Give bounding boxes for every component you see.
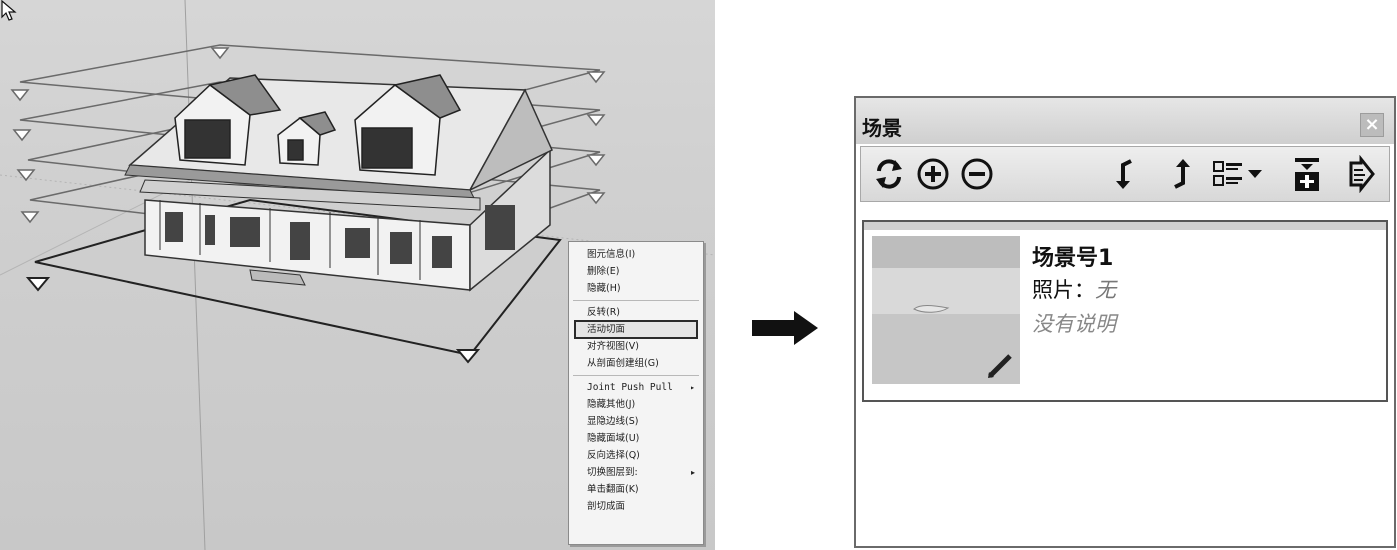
- scene-name: 场景号1: [1032, 246, 1114, 271]
- menu-item-erase[interactable]: 删除(E): [587, 266, 620, 277]
- menu-separator: [573, 300, 699, 301]
- menu-item-click-flip-face[interactable]: 单击翻面(K): [587, 484, 639, 495]
- house-model-drawing: [0, 0, 715, 550]
- scene-details-icon[interactable]: [1289, 155, 1325, 193]
- menu-item-section-to-face[interactable]: 剖切成面: [587, 501, 626, 512]
- menu-item-active-cut[interactable]: 活动切面: [574, 320, 698, 339]
- scene-list-header: [864, 222, 1386, 230]
- menu-item-align-view[interactable]: 对齐视图(V): [587, 341, 639, 352]
- model-viewport[interactable]: 图元信息(I) 删除(E) 隐藏(H) 反转(R) 活动切面 对齐视图(V) 从…: [0, 0, 715, 550]
- scenes-toolbar: [860, 146, 1390, 202]
- pencil-icon[interactable]: [986, 350, 1016, 380]
- panel-title: 场景: [862, 116, 902, 140]
- remove-scene-icon[interactable]: [959, 155, 995, 193]
- menu-item-hide[interactable]: 隐藏(H): [587, 283, 621, 294]
- close-icon: ×: [1364, 114, 1380, 135]
- scenes-panel: 场景 ×: [854, 96, 1396, 548]
- menu-item-switch-layer[interactable]: 切换图层到:: [569, 464, 703, 481]
- scene-list-item[interactable]: 场景号1 照片：无 没有说明: [864, 230, 1386, 384]
- menu-item-toggle-edges[interactable]: 显隐边线(S): [587, 416, 639, 427]
- menu-separator: [573, 375, 699, 376]
- view-options-icon[interactable]: [1211, 155, 1267, 193]
- mouse-cursor-icon: [1, 0, 17, 21]
- menu-item-hide-others[interactable]: 隐藏其他(J): [587, 399, 636, 410]
- menu-item-entity-info[interactable]: 图元信息(I): [587, 249, 636, 260]
- menu-item-joint-push-pull[interactable]: Joint Push Pull: [569, 379, 703, 396]
- thumbnail-model-icon: [913, 305, 950, 313]
- panel-title-bar: 场景 ×: [856, 98, 1394, 144]
- close-button[interactable]: ×: [1360, 113, 1384, 137]
- photo-label: 照片：: [1032, 278, 1095, 302]
- context-menu: 图元信息(I) 删除(E) 隐藏(H) 反转(R) 活动切面 对齐视图(V) 从…: [568, 241, 704, 545]
- menu-item-hide-faces[interactable]: 隐藏面域(U): [587, 433, 640, 444]
- photo-value: 无: [1095, 278, 1116, 302]
- scene-thumbnail: [872, 236, 1020, 384]
- refresh-icon[interactable]: [871, 155, 907, 193]
- right-arrow-icon: [752, 311, 818, 345]
- scene-list: 场景号1 照片：无 没有说明: [862, 220, 1388, 402]
- move-down-icon[interactable]: [1109, 155, 1145, 193]
- menu-item-reverse[interactable]: 反转(R): [587, 307, 621, 318]
- move-up-icon[interactable]: [1163, 155, 1199, 193]
- export-icon[interactable]: [1343, 155, 1379, 193]
- scene-description: 没有说明: [1032, 312, 1116, 336]
- menu-item-invert-selection[interactable]: 反向选择(Q): [587, 450, 640, 461]
- photo-row: 照片：无: [1032, 274, 1116, 304]
- thumbnail-sky: [872, 268, 1020, 314]
- add-scene-icon[interactable]: [915, 155, 951, 193]
- menu-item-create-group-from-slice[interactable]: 从剖面创建组(G): [587, 358, 659, 369]
